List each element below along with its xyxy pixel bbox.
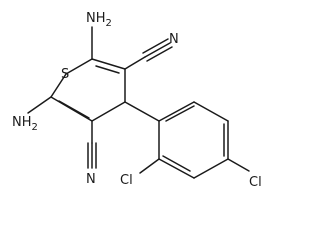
amino-left-main: NH (12, 115, 32, 130)
aryl-bond-5 (158, 158, 195, 179)
bond-c5-nitrile (124, 56, 146, 70)
bond-aryl-cl-left (139, 158, 160, 174)
bond-nitrile-top-triple-b (142, 38, 169, 54)
bond-c5-c6-double (95, 65, 120, 74)
bond-s-c2 (50, 73, 67, 98)
aryl-double-3 (162, 155, 191, 172)
amino-top-main: NH (86, 11, 106, 26)
bond-c4-aryl (124, 101, 160, 122)
amino-left-subscript: 2 (32, 122, 38, 133)
bond-nitrile-top-triple-c (146, 46, 173, 62)
atom-label-sulfur: S (61, 67, 69, 82)
bond-c2-c3 (50, 96, 93, 122)
aryl-bond-2 (193, 101, 229, 122)
atom-label-chloro-right: Cl (249, 175, 262, 190)
bond-aryl-cl-right (227, 158, 250, 172)
atom-label-amino-top: NH2 (86, 11, 112, 29)
amino-top-subscript: 2 (106, 18, 112, 29)
aryl-bond-1 (158, 101, 195, 122)
atom-label-nitrile-bottom-n: N (86, 172, 96, 187)
chemical-structure: NH2 NH2 S N N Cl Cl (12, 11, 262, 190)
bond-c2-c3-double (58, 100, 90, 119)
bond-c3-c4 (91, 101, 126, 122)
bond-nitrile-top-triple-a (144, 42, 171, 58)
bond-c2-amino (27, 96, 52, 114)
atom-label-nitrile-top-n: N (169, 32, 179, 47)
atom-label-amino-left: NH2 (12, 115, 38, 133)
bond-s-c6 (65, 58, 93, 75)
atom-label-chloro-left: Cl (120, 173, 133, 188)
aryl-bond-4 (193, 158, 229, 179)
dichlorophenyl-ring (158, 101, 229, 179)
bond-c5-c6 (91, 58, 126, 70)
thiopyran-ring (50, 58, 126, 122)
aryl-double-1 (165, 105, 195, 122)
